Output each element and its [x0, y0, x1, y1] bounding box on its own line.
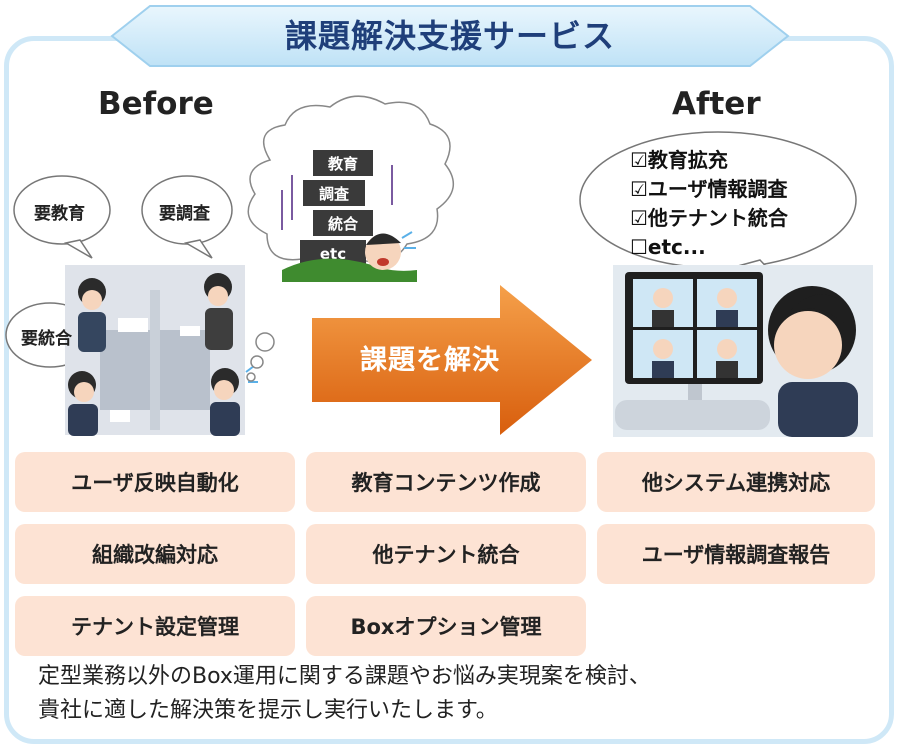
service-card: 他テナント統合: [306, 524, 586, 584]
after-label: After: [672, 86, 761, 122]
checklist-item: ☑教育拡充: [630, 148, 728, 172]
stack-item: etc: [320, 245, 346, 263]
footer-description: 定型業務以外のBox運用に関する課題やお悩み実現案を検討、 貴社に適した解決策を…: [38, 660, 878, 728]
page-title: 課題解決支援サービス: [284, 17, 615, 55]
footer-line: 貴社に適した解決策を提示し実行いたします。: [38, 698, 498, 723]
service-card: 教育コンテンツ作成: [306, 452, 586, 512]
title-banner: [110, 5, 790, 67]
service-card: 組織改編対応: [15, 524, 295, 584]
bubble-text: 要統合: [21, 329, 72, 349]
footer-line: 定型業務以外のBox運用に関する課題やお悩み実現案を検討、: [38, 664, 651, 689]
service-card: ユーザ情報調査報告: [597, 524, 875, 584]
stack-item: 教育: [327, 155, 358, 173]
checklist-item: ☑他テナント統合: [630, 206, 788, 230]
stack-item: 調査: [319, 185, 350, 203]
service-card: 他システム連携対応: [597, 452, 875, 512]
service-card: ユーザ反映自動化: [15, 452, 295, 512]
before-label: Before: [98, 86, 214, 122]
service-card: Boxオプション管理: [306, 596, 586, 656]
service-card: テナント設定管理: [15, 596, 295, 656]
bubble-text: 要教育: [34, 204, 85, 224]
after-checklist: ☑教育拡充 ☑ユーザ情報調査 ☑他テナント統合 ☐etc...: [630, 146, 788, 262]
checklist-item: ☐etc...: [630, 235, 706, 259]
bubble-text: 要調査: [159, 204, 210, 224]
stack-item: 統合: [328, 215, 359, 233]
checklist-item: ☑ユーザ情報調査: [630, 177, 788, 201]
arrow-label: 課題を解決: [360, 345, 500, 376]
